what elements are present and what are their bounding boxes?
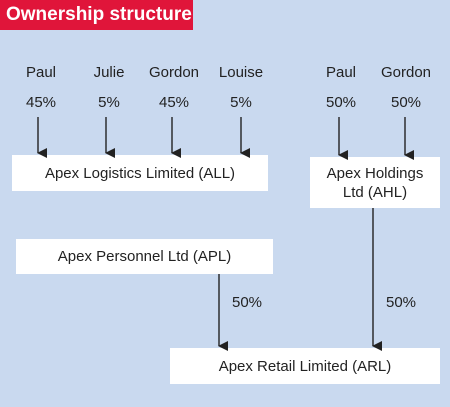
owner-share-louise-all: 5% [230,94,252,111]
owner-share-julie-all: 5% [98,94,120,111]
owner-name-gordon-all: Gordon [148,64,200,81]
owner-share-paul-all: 45% [25,94,57,111]
company-label-arl: Apex Retail Limited (ARL) [218,357,392,375]
company-label-all: Apex Logistics Limited (ALL) [44,164,236,182]
owner-share-gordon-ahl: 50% [390,94,422,111]
company-box-all: Apex Logistics Limited (ALL) [12,155,268,191]
company-box-ahl: Apex Holdings Ltd (AHL) [310,157,440,208]
link-share-apl-arl: 50% [231,294,263,311]
owner-name-paul-all: Paul [25,64,57,81]
company-box-arl: Apex Retail Limited (ARL) [170,348,440,384]
company-label-ahl-line2: Ltd (AHL) [342,183,408,201]
owner-name-gordon-ahl: Gordon [380,64,432,81]
owner-share-gordon-all: 45% [158,94,190,111]
owner-name-paul-ahl: Paul [325,64,357,81]
diagram-title: Ownership structure [0,0,193,30]
company-label-ahl-line1: Apex Holdings [326,164,424,182]
company-box-apl: Apex Personnel Ltd (APL) [16,239,273,274]
owner-name-julie-all: Julie [93,64,125,81]
company-label-apl: Apex Personnel Ltd (APL) [57,248,232,265]
owner-name-louise-all: Louise [218,64,264,81]
owner-share-paul-ahl: 50% [325,94,357,111]
link-share-ahl-arl: 50% [385,294,417,311]
